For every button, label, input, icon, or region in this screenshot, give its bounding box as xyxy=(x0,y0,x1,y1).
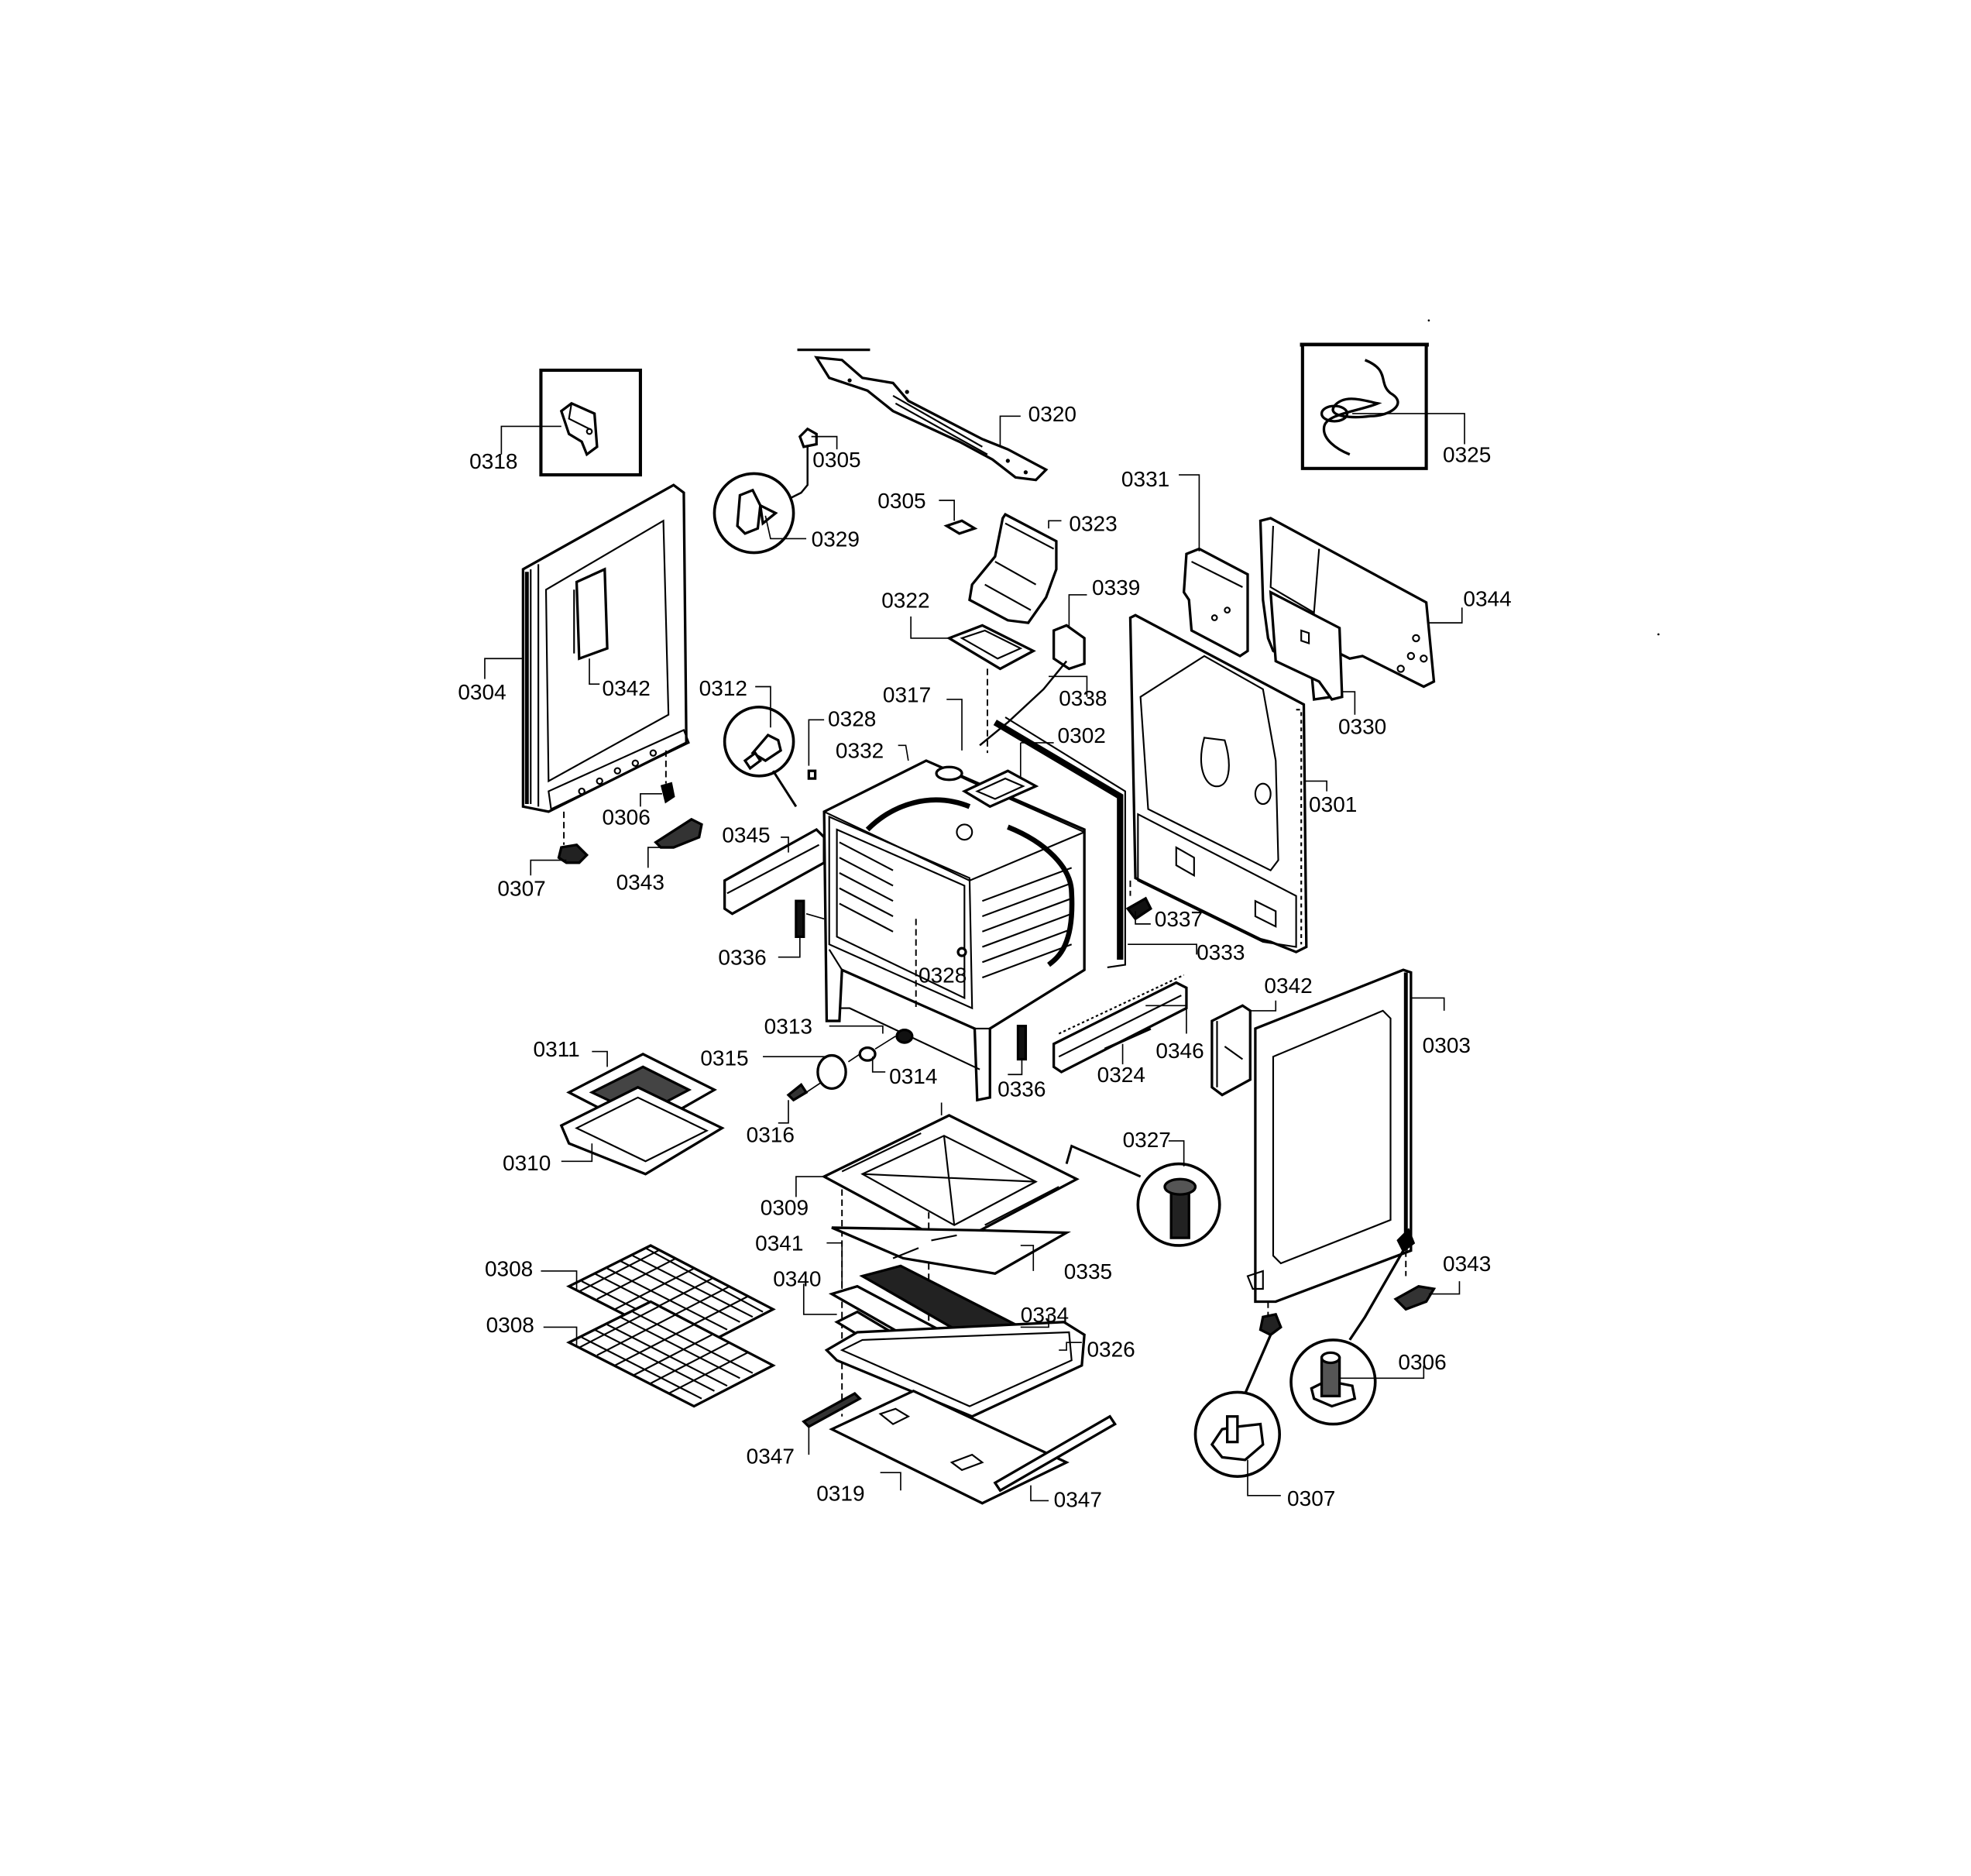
part-0345-left-rail xyxy=(723,827,826,916)
label-0309: 0309 xyxy=(761,1195,809,1219)
label-0340: 0340 xyxy=(773,1267,821,1291)
label-0304: 0304 xyxy=(458,680,506,704)
label-0337: 0337 xyxy=(1155,907,1203,931)
part-0322-base-plate xyxy=(910,616,1036,754)
label-0305-lower: 0305 xyxy=(877,489,925,513)
part-0303-right-side-panel xyxy=(1246,968,1445,1322)
part-0319-bottom-cover xyxy=(802,1389,1118,1505)
label-0318: 0318 xyxy=(469,449,517,473)
label-0308-lower: 0308 xyxy=(486,1313,534,1337)
part-0332-oven-cavity xyxy=(822,759,1086,1102)
label-0323: 0323 xyxy=(1069,512,1117,536)
label-0328-upper: 0328 xyxy=(828,707,876,731)
label-0307-left: 0307 xyxy=(497,877,545,901)
label-0332: 0332 xyxy=(836,739,884,763)
label-0343-right: 0343 xyxy=(1443,1252,1491,1276)
part-labels: 0318 0320 0305 0325 0329 0305 0323 0331 … xyxy=(458,402,1511,1512)
label-0341: 0341 xyxy=(755,1232,803,1256)
label-0313: 0313 xyxy=(764,1015,812,1039)
label-0342-right: 0342 xyxy=(1264,974,1312,998)
label-0317: 0317 xyxy=(883,682,931,706)
label-0343-left: 0343 xyxy=(616,870,664,894)
label-0346: 0346 xyxy=(1155,1039,1204,1063)
label-0308-upper: 0308 xyxy=(485,1257,533,1281)
label-0314: 0314 xyxy=(889,1064,937,1088)
part-0308-oven-racks xyxy=(541,1244,776,1408)
part-0334-bake-element xyxy=(802,1242,1086,1418)
label-0312: 0312 xyxy=(699,676,747,700)
part-0305-clip-lower xyxy=(939,500,978,535)
label-0307-right: 0307 xyxy=(1287,1486,1335,1510)
part-0327-screw-detail xyxy=(1065,1140,1221,1247)
part-0302-side-frame xyxy=(993,716,1197,968)
label-0305-upper: 0305 xyxy=(812,448,860,472)
label-0310: 0310 xyxy=(503,1151,551,1175)
part-0342-right-bracket xyxy=(1210,1000,1277,1097)
part-0311-0310-broil-pan xyxy=(559,1050,725,1176)
label-0326: 0326 xyxy=(1087,1337,1135,1361)
part-0328-clip xyxy=(807,699,963,780)
part-0331-rear-panel xyxy=(1179,474,1249,658)
label-0316: 0316 xyxy=(747,1123,795,1147)
part-lamp-assembly xyxy=(763,1025,914,1124)
part-0329-switch-detail xyxy=(713,472,807,555)
label-0333: 0333 xyxy=(1197,940,1245,964)
part-0346-right-rail xyxy=(1008,974,1188,1076)
part-0318-inset xyxy=(500,368,642,477)
part-0304-left-side-panel xyxy=(484,483,690,845)
label-0306-right: 0306 xyxy=(1398,1350,1446,1374)
label-0324: 0324 xyxy=(1097,1063,1145,1087)
label-0330: 0330 xyxy=(1338,714,1386,738)
label-0347-left: 0347 xyxy=(747,1445,795,1469)
label-0344: 0344 xyxy=(1463,587,1511,611)
part-0335-deflector xyxy=(831,1226,1072,1275)
part-0336-left-bar xyxy=(778,899,825,958)
label-0329: 0329 xyxy=(812,527,860,551)
speck xyxy=(1427,319,1430,322)
part-0325-cord-inset xyxy=(1300,342,1465,470)
label-0303: 0303 xyxy=(1423,1033,1471,1057)
label-0342-left: 0342 xyxy=(603,676,651,700)
label-0327: 0327 xyxy=(1123,1128,1171,1152)
part-0337-clip xyxy=(1125,880,1152,925)
part-0320-top-rail xyxy=(797,348,1049,482)
label-0320: 0320 xyxy=(1028,402,1076,426)
label-0328-lower: 0328 xyxy=(919,964,967,988)
label-0335: 0335 xyxy=(1064,1259,1112,1283)
part-0306-0307-0343-left-hinges xyxy=(530,782,703,876)
part-0301-back-panel xyxy=(1128,613,1327,953)
label-0345: 0345 xyxy=(722,823,770,847)
label-0338: 0338 xyxy=(1059,686,1107,710)
label-0331: 0331 xyxy=(1121,467,1169,491)
part-0312-sensor-detail xyxy=(723,685,798,808)
part-0328-clip-lower xyxy=(956,947,967,957)
label-0347-right: 0347 xyxy=(1054,1488,1102,1512)
label-0325: 0325 xyxy=(1443,443,1491,467)
part-0323-vent-duct xyxy=(968,512,1062,624)
label-0302: 0302 xyxy=(1058,723,1106,747)
label-0322: 0322 xyxy=(881,588,929,612)
speck xyxy=(1657,633,1660,636)
label-0311: 0311 xyxy=(534,1037,580,1061)
part-0339-bracket xyxy=(979,594,1088,747)
label-0301: 0301 xyxy=(1309,792,1357,816)
label-0306-left: 0306 xyxy=(603,805,651,829)
label-0336-left: 0336 xyxy=(718,946,766,970)
label-0336-right: 0336 xyxy=(998,1077,1046,1101)
part-right-hinges xyxy=(1193,1228,1461,1496)
label-0334: 0334 xyxy=(1021,1303,1069,1327)
part-0344-rear-cover xyxy=(1258,517,1463,715)
label-0339: 0339 xyxy=(1092,576,1140,600)
label-0319: 0319 xyxy=(816,1481,864,1505)
label-0315: 0315 xyxy=(700,1046,748,1070)
